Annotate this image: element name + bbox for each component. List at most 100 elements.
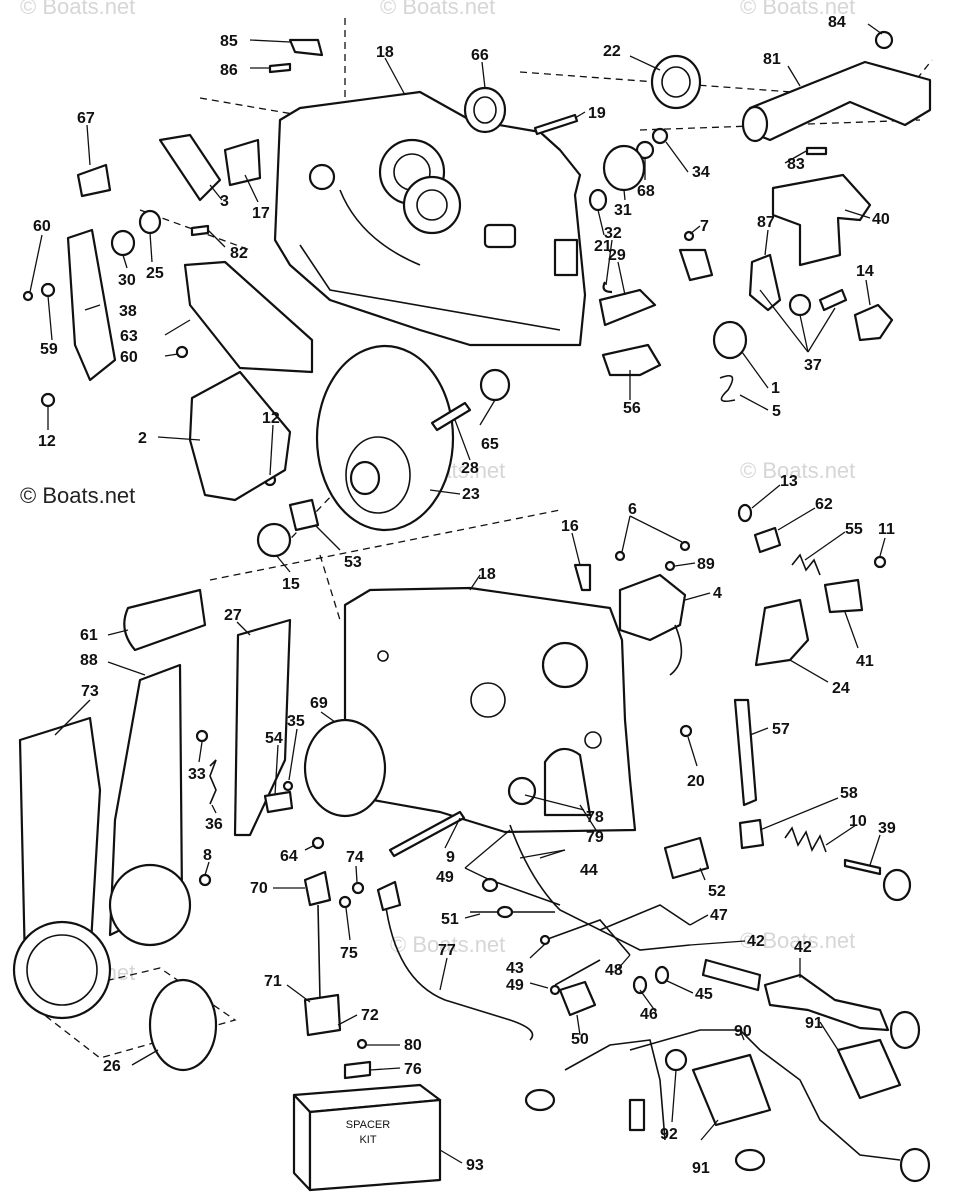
clip-32 — [602, 281, 613, 294]
callout-number: 40 — [872, 211, 890, 228]
pin-12 — [40, 392, 56, 408]
lever-38 — [66, 228, 117, 382]
ring-53 — [288, 498, 320, 532]
watermark-faint: © Boats.net — [740, 928, 855, 953]
callout-number: 5 — [772, 403, 781, 420]
callout-number: 9 — [446, 849, 455, 866]
screw-11 — [873, 555, 887, 569]
callout-number: 91 — [692, 1160, 710, 1177]
block-58 — [738, 818, 765, 850]
cable-77 — [376, 880, 534, 1041]
callout-number: 34 — [692, 164, 710, 181]
callout-number: 52 — [708, 883, 726, 900]
washer-89 — [664, 560, 676, 572]
callout-number: 81 — [763, 51, 781, 68]
lever-87 — [748, 253, 782, 312]
watermark-faint: © Boats.net — [20, 0, 135, 19]
callout-number: 48 — [605, 962, 623, 979]
callout-number: 12 — [38, 433, 56, 450]
callout-number: 71 — [264, 973, 282, 990]
bolt-9 — [388, 810, 466, 858]
callout-number: 77 — [438, 942, 456, 959]
callout-number: 26 — [103, 1058, 121, 1075]
plate-56 — [601, 343, 662, 377]
callout-number: 89 — [697, 556, 715, 573]
ring-65 — [479, 368, 511, 402]
callout-number: 85 — [220, 33, 238, 50]
callout-number: 8 — [203, 847, 212, 864]
callout-number: 1 — [771, 380, 780, 397]
callout-number: 18 — [478, 566, 496, 583]
plate-63 — [183, 260, 314, 374]
callout-number: 69 — [310, 695, 328, 712]
callout-number: 63 — [120, 328, 138, 345]
bracket-40 — [771, 173, 872, 267]
callout-number: 18 — [376, 44, 394, 61]
callout-number: 91 — [805, 1015, 823, 1032]
lever-67 — [76, 163, 112, 198]
spring-55 — [791, 553, 821, 576]
callout-number: 20 — [687, 773, 705, 790]
callout-number: 76 — [404, 1061, 422, 1078]
clip-92 — [664, 1048, 688, 1072]
washer-25 — [138, 209, 162, 235]
callout-number: 58 — [840, 785, 858, 802]
callout-number: 23 — [462, 486, 480, 503]
plunger-62 — [753, 526, 782, 554]
switch-4 — [618, 573, 687, 676]
callout-number: 74 — [346, 849, 364, 866]
cables-90 — [524, 1029, 931, 1183]
cylinder-1 — [712, 320, 748, 360]
screw-64 — [311, 836, 325, 850]
watermark-main: © Boats.net — [20, 483, 135, 508]
disc-26 — [148, 978, 218, 1072]
callout-number: 51 — [441, 911, 459, 928]
callout-number: 83 — [787, 156, 805, 173]
callout-number: 43 — [506, 960, 524, 977]
plunger-39 — [843, 858, 912, 902]
callout-number: 31 — [614, 202, 632, 219]
callout-number: 59 — [40, 341, 58, 358]
callout-number: 79 — [586, 829, 604, 846]
callout-number: 66 — [471, 47, 489, 64]
callout-number: 93 — [466, 1157, 484, 1174]
screw-60 — [175, 345, 189, 359]
callout-number: 68 — [637, 183, 655, 200]
callout-number: 22 — [603, 43, 621, 60]
callout-number: 49 — [506, 977, 524, 994]
callout-number: 65 — [481, 436, 499, 453]
seal-66 — [463, 86, 507, 134]
sleeve-91 — [691, 1053, 772, 1127]
callout-number: 70 — [250, 880, 268, 897]
fitting-50 — [558, 980, 597, 1017]
spacer-kit-label-line2: KIT — [359, 1134, 376, 1146]
callout-number: 80 — [404, 1037, 422, 1054]
wiring-harness — [470, 824, 691, 996]
screw-35 — [282, 780, 294, 792]
gasket-17 — [223, 138, 262, 187]
callout-number: 60 — [33, 218, 51, 235]
callout-number: 88 — [80, 652, 98, 669]
callout-number: 54 — [265, 730, 283, 747]
clip-70 — [303, 870, 332, 907]
callouts: 85 86 18 66 22 84 81 67 19 83 34 68 17 3… — [33, 14, 896, 1177]
callout-number: 28 — [461, 460, 479, 477]
callout-number: 92 — [660, 1126, 678, 1143]
callout-number: 55 — [845, 521, 863, 538]
ring-22 — [650, 54, 702, 110]
callout-number: 46 — [640, 1006, 658, 1023]
screw-20 — [679, 724, 693, 738]
washer-75 — [338, 895, 352, 909]
callout-number: 67 — [77, 110, 95, 127]
callout-number: 53 — [344, 554, 362, 571]
screw-6 — [614, 550, 626, 562]
callout-number: 61 — [80, 627, 98, 644]
spacer-kit-93: SPACER KIT — [292, 1083, 442, 1192]
callout-number: 87 — [757, 214, 775, 231]
screw-86 — [268, 62, 292, 74]
callout-number: 17 — [252, 205, 270, 222]
switch-52 — [663, 836, 710, 880]
grip-61 — [123, 588, 207, 652]
screw-80 — [356, 1038, 368, 1050]
cap-13 — [737, 503, 753, 523]
